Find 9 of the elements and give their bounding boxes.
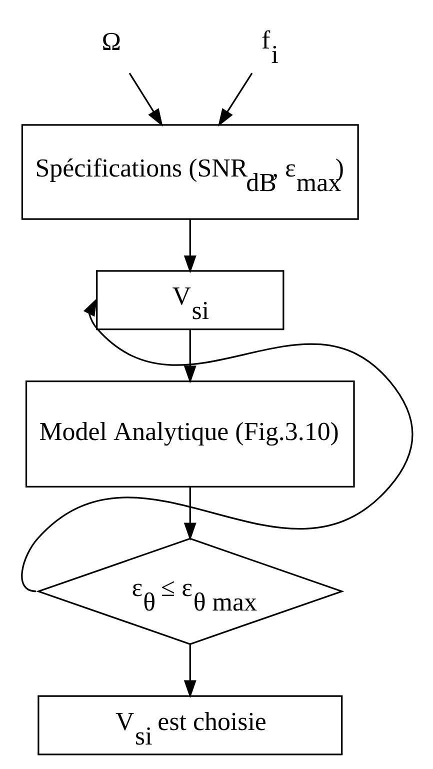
arrow [128,72,162,127]
arrow [20,298,413,592]
arrow [183,219,196,274]
arrow [183,486,196,541]
arrow [183,644,196,698]
arrow [217,72,252,127]
node-text: Ω [101,26,120,56]
node-box: Model Analytique (Fig.3.10) [24,380,354,488]
arrow [183,329,196,384]
